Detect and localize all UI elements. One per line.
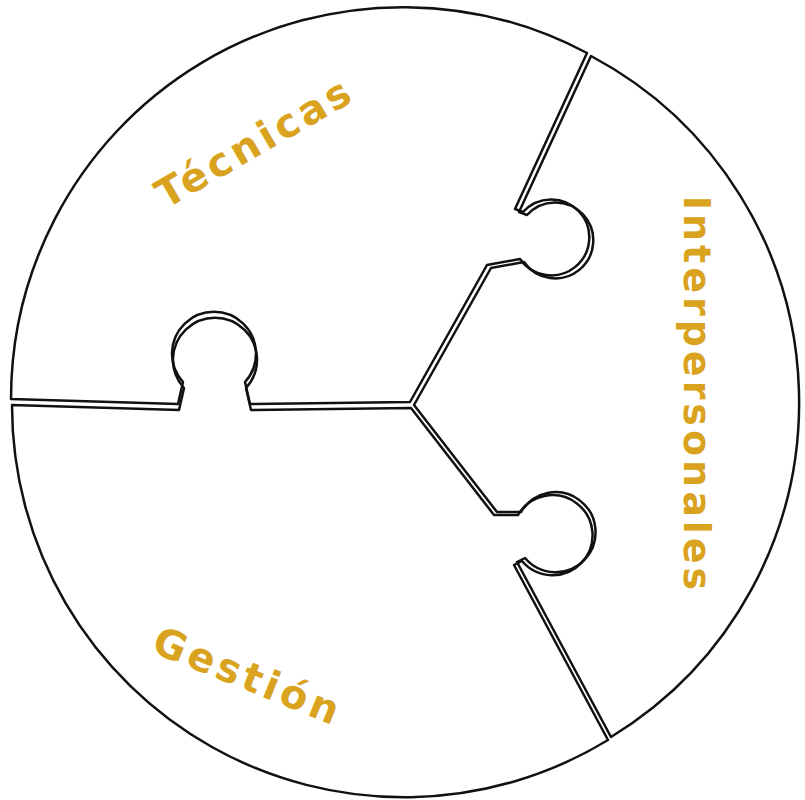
puzzle-outline	[405, 50, 805, 744]
piece-label: Gestión	[147, 620, 348, 732]
piece-path	[414, 56, 799, 737]
piece-path	[11, 7, 589, 404]
technical-piece: Técnicas	[8, 4, 608, 416]
piece-path	[12, 318, 608, 798]
puzzle-outline	[8, 4, 608, 416]
piece-label: Interpersonales	[678, 196, 716, 594]
piece-label: Técnicas	[149, 69, 361, 214]
management-piece: Gestión	[8, 300, 623, 800]
interpersonal-piece: Interpersonales	[405, 50, 805, 744]
